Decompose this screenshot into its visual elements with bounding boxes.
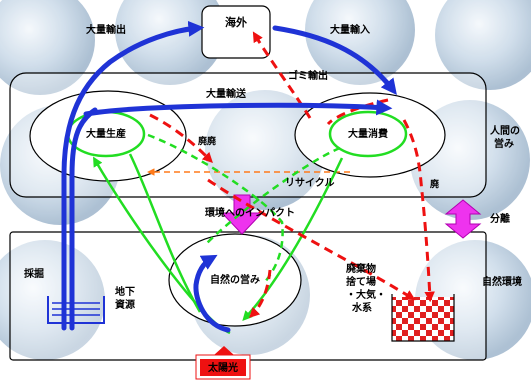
mass-export-label: 大量輸出: [86, 23, 126, 36]
nature-activity-label: 自然の営み: [210, 273, 260, 286]
separation-label: 分離: [490, 212, 510, 225]
mass-import-label: 大量輸入: [330, 23, 370, 36]
waste-disposal-label-line4: 水系: [351, 301, 372, 314]
environmental-impact-label: 環境へのインパクト: [205, 206, 295, 219]
waste-disposal-label-line3: ・大気・: [346, 288, 386, 301]
waste-disposal-label-line1: 廃棄物: [346, 262, 376, 275]
environmental-impact-arrow: [220, 194, 264, 235]
separation-arrow: [444, 199, 482, 239]
overseas-label: 海外: [225, 15, 247, 29]
underground-label-line1: 地下: [115, 285, 135, 298]
waste-disposal-label-line2: 捨て場: [346, 275, 376, 288]
blue-flow-arrows: [61, 20, 397, 333]
underground-resource-container: [47, 296, 105, 324]
human-activity-label-line1: 人間の: [490, 124, 520, 137]
waste-right-label: 廃: [430, 178, 440, 190]
recycle-label: リサイクル: [285, 177, 335, 189]
overseas-box: [201, 5, 271, 59]
sunlight-label: 太陽光: [207, 361, 238, 374]
sunlight-box: [195, 346, 251, 380]
human-activity-label-line2: 営み: [494, 137, 514, 150]
natural-environment-label: 自然環境: [482, 275, 522, 288]
extraction-label: 採掘: [24, 267, 44, 280]
underground-label-line2: 資源: [115, 298, 135, 311]
waste-left-label: 廃廃: [198, 135, 217, 147]
mass-consumption-ellipse: [294, 92, 446, 178]
mass-consumption-label: 大量消費: [348, 127, 388, 140]
waste-disposal-container: [391, 294, 455, 342]
mass-production-label: 大量生産: [86, 127, 126, 140]
garbage-export-label: ゴミ輸出: [288, 69, 328, 82]
mass-transport-label: 大量輸送: [206, 87, 247, 100]
